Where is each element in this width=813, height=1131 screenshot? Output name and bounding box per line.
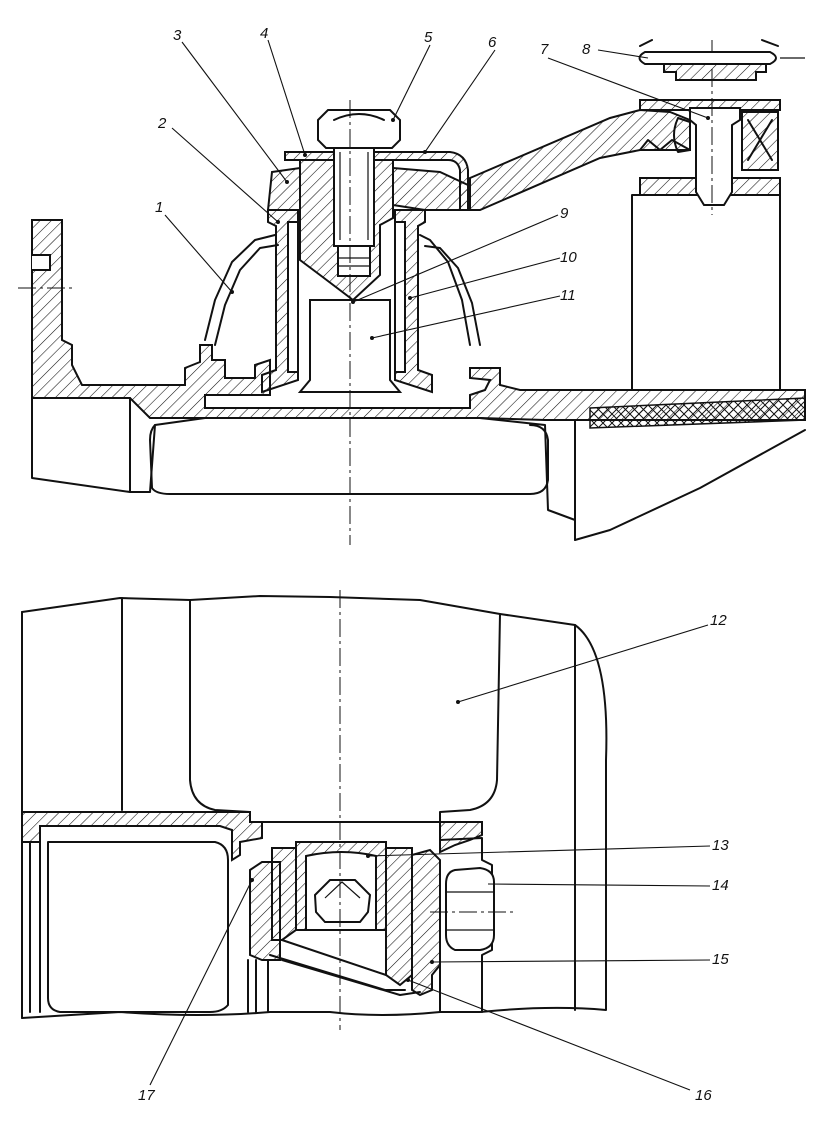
bearing-sleeve-left [271, 847, 297, 941]
housing-inner-cavity [149, 424, 549, 495]
roller-housing [631, 194, 781, 391]
bell-cover [204, 234, 276, 341]
bearing-sleeve-right [385, 847, 413, 987]
bottom-plate [21, 811, 263, 862]
label-16: 16 [695, 1087, 712, 1104]
label-11: 11 [560, 287, 576, 304]
pivot-tip [313, 879, 372, 923]
label-14: 14 [712, 877, 729, 894]
housing-cup [189, 599, 501, 823]
label-1: 1 [155, 199, 163, 216]
bolt-head [317, 109, 401, 149]
thrust-plate [269, 954, 406, 991]
bracket-15 [411, 848, 441, 997]
gasket-strip [589, 397, 806, 429]
label-6: 6 [488, 34, 497, 51]
label-17: 17 [138, 1087, 155, 1104]
upper-assembly [18, 39, 806, 545]
pin [638, 51, 777, 65]
lower-break-line [21, 595, 608, 1019]
label-2: 2 [157, 115, 167, 132]
label-4: 4 [260, 25, 268, 42]
label-8: 8 [582, 41, 591, 58]
label-3: 3 [173, 27, 182, 44]
callouts: 1 2 3 4 5 6 7 8 9 10 [138, 25, 729, 1104]
label-10: 10 [560, 249, 577, 266]
roller-14 [445, 866, 495, 951]
lock-plate [284, 151, 469, 211]
lower-assembly [21, 590, 608, 1030]
left-flange [32, 254, 51, 271]
label-7: 7 [540, 41, 549, 58]
cap-block [266, 166, 301, 211]
label-5: 5 [424, 29, 433, 46]
label-13: 13 [712, 837, 729, 854]
label-9: 9 [560, 205, 569, 222]
roller [689, 107, 741, 206]
label-15: 15 [712, 951, 729, 968]
label-12: 12 [710, 612, 727, 629]
base-plate [31, 219, 806, 421]
housing-body [31, 394, 806, 541]
